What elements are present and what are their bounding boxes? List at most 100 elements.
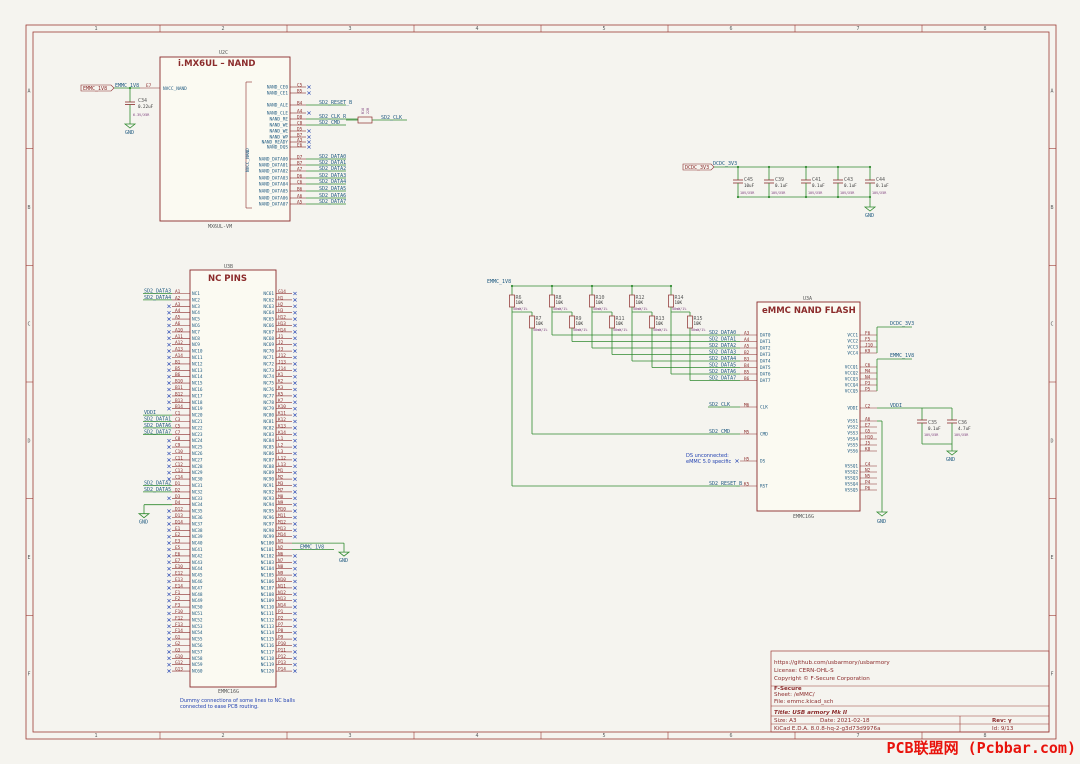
- u3b-left-pin-number: C1: [175, 411, 181, 417]
- u2c-vcc-pin: E7: [146, 83, 152, 89]
- tb-copyright: Copyright © F-Secure Corporation: [774, 675, 870, 682]
- u2c-pin-number: B4: [297, 100, 303, 106]
- u3a-pin-number: H5: [744, 457, 750, 463]
- frame-col-top: 4: [476, 26, 479, 32]
- u3a-right-pin-name: VSSQ3: [845, 476, 859, 482]
- u2c-pin-name: NAND_DATA05: [259, 189, 288, 195]
- u3b-right-pin-name: NC116: [261, 643, 275, 649]
- u3a-right-pin-number: P4: [865, 480, 871, 486]
- u3b-right-pin-name: NC92: [263, 489, 274, 495]
- u3a-right-pin-name: VSSQ2: [845, 470, 859, 476]
- u3b-left-pin-number: G3: [175, 647, 181, 653]
- u3b-right-pin-name: NC85: [263, 445, 274, 451]
- decap-tol: 10V/X5R: [840, 191, 855, 195]
- u3b-left-pin-name: NC24: [192, 438, 203, 444]
- u3b-left-net: SD2_DATA1: [144, 417, 171, 423]
- u2c-pin-number: A3: [297, 137, 303, 143]
- u3b-left-pin-number: C14: [175, 475, 183, 481]
- u3a-right-pin-name: VSS4: [847, 437, 858, 443]
- u3b-left-pin-number: E13: [175, 577, 183, 583]
- u2c-body: [159, 56, 291, 222]
- u3b-left-pin-number: F13: [175, 622, 183, 628]
- frame-col-top: 1: [95, 26, 98, 32]
- u3b-left-pin-number: C3: [175, 417, 181, 423]
- pullup-ref: R10: [596, 295, 605, 301]
- u2c-pin-number: E6: [297, 142, 303, 148]
- u3b-left-pin-name: NC40: [192, 541, 203, 547]
- u3b-left-pin-name: NC45: [192, 573, 203, 579]
- frame-row-left: C: [28, 322, 31, 328]
- u3b-right-pin-number: N12: [278, 590, 286, 596]
- u3b-right-pin-name: NC101: [261, 547, 275, 553]
- frame-row-right: F: [1051, 672, 1054, 678]
- frame-col-bottom: 6: [730, 733, 733, 739]
- u2c-title: i.MX6UL – NAND: [178, 59, 255, 69]
- u3a-right-pin-number: P3: [865, 381, 871, 387]
- u3a-pin-name: RST: [760, 484, 768, 490]
- u3b-right-pin-name: NC110: [261, 605, 275, 611]
- u3b-left-pin-number: A1: [175, 289, 181, 295]
- u3b-left-pin-number: D13: [175, 513, 183, 519]
- u3b-left-net: SD2_DATA5: [144, 487, 171, 493]
- u3b-left-gnd: GND: [139, 520, 148, 526]
- u3a-pin-number: A4: [744, 337, 750, 343]
- u3b-left-pin-number: G13: [175, 667, 183, 673]
- u3b-left-pin-number: A13: [175, 347, 183, 353]
- frame-row-right: D: [1051, 438, 1054, 444]
- u3b-right-pin-number: M11: [278, 513, 286, 519]
- u3a-body: [756, 301, 861, 512]
- u2c-net-label: SD2_DATA2: [319, 166, 346, 172]
- pullup-tol: 50mW/1%: [593, 307, 607, 311]
- u3a-right-pin-number: K8: [865, 447, 871, 453]
- u3b-right-pin-name: NC83: [263, 432, 274, 438]
- u3b-right-pin-name: NC106: [261, 579, 275, 585]
- u3a-pin-name: DS: [760, 459, 766, 465]
- u3a-pin-number: B3: [744, 357, 750, 363]
- u3b-left-pin-number: A6: [175, 321, 181, 327]
- u3b-right-pin-number: L2: [278, 443, 284, 449]
- decap-ref: C44: [876, 177, 885, 183]
- u3b-left-pin-name: NC36: [192, 515, 203, 521]
- u3b-right-pin-number: J12: [278, 353, 286, 359]
- u3b-left-pin-name: NC5: [192, 317, 200, 323]
- u3b-left-pin-name: NC58: [192, 656, 203, 662]
- frame-col-bottom: 4: [476, 733, 479, 739]
- decap-ref: C43: [844, 177, 853, 183]
- u3b-right-pin-name: NC65: [263, 317, 274, 323]
- u3b-left-pin-number: A5: [175, 315, 181, 321]
- u3b-right-pin-name: NC115: [261, 637, 275, 643]
- u3b-right-pin-number: L12: [278, 455, 286, 461]
- u3b-left-pin-number: G10: [175, 654, 183, 660]
- u2c-symbol: U2C i.MX6UL – NAND MX6UL-VM NVCC_NAND E7…: [140, 50, 358, 230]
- u3b-right-pin-name: NC68: [263, 336, 274, 342]
- frame-col-top: 8: [984, 26, 987, 32]
- u3b-left-pin-name: NC53: [192, 624, 203, 630]
- u3b-left-pin-number: E12: [175, 571, 183, 577]
- u3b-left-pin-name: NC22: [192, 425, 203, 431]
- u2c-pin-number: B5: [297, 88, 303, 94]
- u3b-left-pin-number: E7: [175, 558, 181, 564]
- u3b-right-pin-number: L3: [278, 449, 284, 455]
- pullup-val: 10K: [636, 300, 644, 305]
- u2c-power-input: EMMC_1V8 EMMC_1V8 C34 0.22uF 6.3V/X5R GN…: [80, 83, 154, 136]
- u3b-right-pin-number: M12: [278, 519, 286, 525]
- u3a-right-pin-number: C2: [865, 404, 871, 410]
- decap-tol: 10V/X5R: [872, 191, 887, 195]
- pullup-tol: 50mW/1%: [653, 328, 667, 332]
- c36-tol: 10V/X5R: [954, 433, 969, 437]
- u3b-left-pin-name: NC48: [192, 592, 203, 598]
- u3b-left-pin-number: E1: [175, 526, 181, 532]
- u3b-left-pin-name: NC51: [192, 611, 203, 617]
- u3b-left-pin-number: D4: [175, 500, 181, 506]
- decap-gnd: GND: [865, 213, 874, 219]
- c34-ref: C34: [138, 98, 147, 104]
- tb-company: F-Secure: [774, 686, 802, 692]
- u3b-left-pin-number: F14: [175, 628, 183, 634]
- u3b-left-pin-name: NC60: [192, 669, 203, 675]
- u3b-right-pin-name: NC69: [263, 342, 274, 348]
- frame-col-top: 6: [730, 26, 733, 32]
- u3b-right-pin-name: NC78: [263, 400, 274, 406]
- pullup-resistors: R610K50mW/1%R710K50mW/1%R810K50mW/1%R910…: [509, 284, 740, 487]
